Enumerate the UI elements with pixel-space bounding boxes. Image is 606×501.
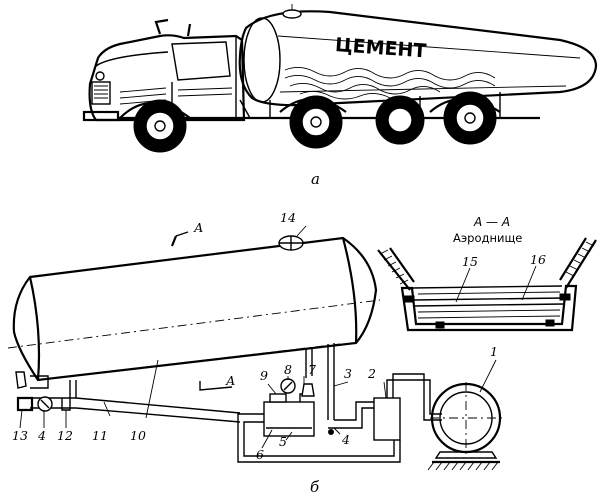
- callout-4-right: 4: [341, 432, 350, 447]
- callout-2: 2: [367, 366, 376, 381]
- air-piping: [237, 373, 442, 463]
- schematic-caption: б: [310, 478, 320, 496]
- section-walls: [377, 237, 597, 291]
- section-marker-line: [170, 235, 178, 247]
- section-trough: [400, 284, 578, 332]
- truck-caption: а: [311, 170, 320, 188]
- callout-3: 3: [344, 366, 352, 381]
- air-filter: [373, 397, 401, 441]
- callout-10: 10: [130, 428, 146, 443]
- safety-valve: [301, 383, 315, 397]
- callout-leaders: [19, 359, 497, 449]
- callout-11: 11: [92, 428, 108, 443]
- pneumatic-schematic: А: [7, 210, 502, 496]
- aero-bottom-line: [69, 343, 341, 377]
- section-aa: А — А Аэроднище 15 16: [377, 215, 597, 332]
- truck-illustration: ЦЕМЕНТ: [82, 4, 598, 188]
- callout-15: 15: [462, 254, 478, 269]
- section-title: А — А: [473, 215, 510, 229]
- compressor: [427, 382, 502, 471]
- loading-hatch: [278, 225, 307, 251]
- callout-8: 8: [284, 362, 292, 377]
- callout-7: 7: [308, 362, 316, 377]
- tank-logo-text: ЦЕМЕНТ: [334, 34, 427, 62]
- truck-tank: ЦЕМЕНТ: [238, 4, 598, 107]
- truck-cab: [82, 18, 246, 122]
- cement-tank: [7, 236, 381, 389]
- callout-5: 5: [279, 434, 287, 449]
- valve-block: [263, 393, 315, 437]
- callout-13: 13: [12, 428, 28, 443]
- outlet-nozzle: [16, 396, 71, 412]
- callout-1: 1: [490, 344, 498, 359]
- callout-12: 12: [57, 428, 73, 443]
- callout-14: 14: [280, 210, 296, 225]
- callout-9: 9: [260, 368, 268, 383]
- truck-wheels: [133, 91, 497, 153]
- callout-4-left: 4: [37, 428, 46, 443]
- section-marker-a-bottom: А: [225, 373, 235, 388]
- callout-6: 6: [256, 447, 264, 462]
- section-marker-a-top: А: [193, 220, 203, 235]
- callout-16: 16: [530, 252, 546, 267]
- section-subtitle: Аэроднище: [453, 231, 522, 245]
- tank-centerline: [7, 299, 381, 349]
- check-valve-4: [328, 429, 334, 435]
